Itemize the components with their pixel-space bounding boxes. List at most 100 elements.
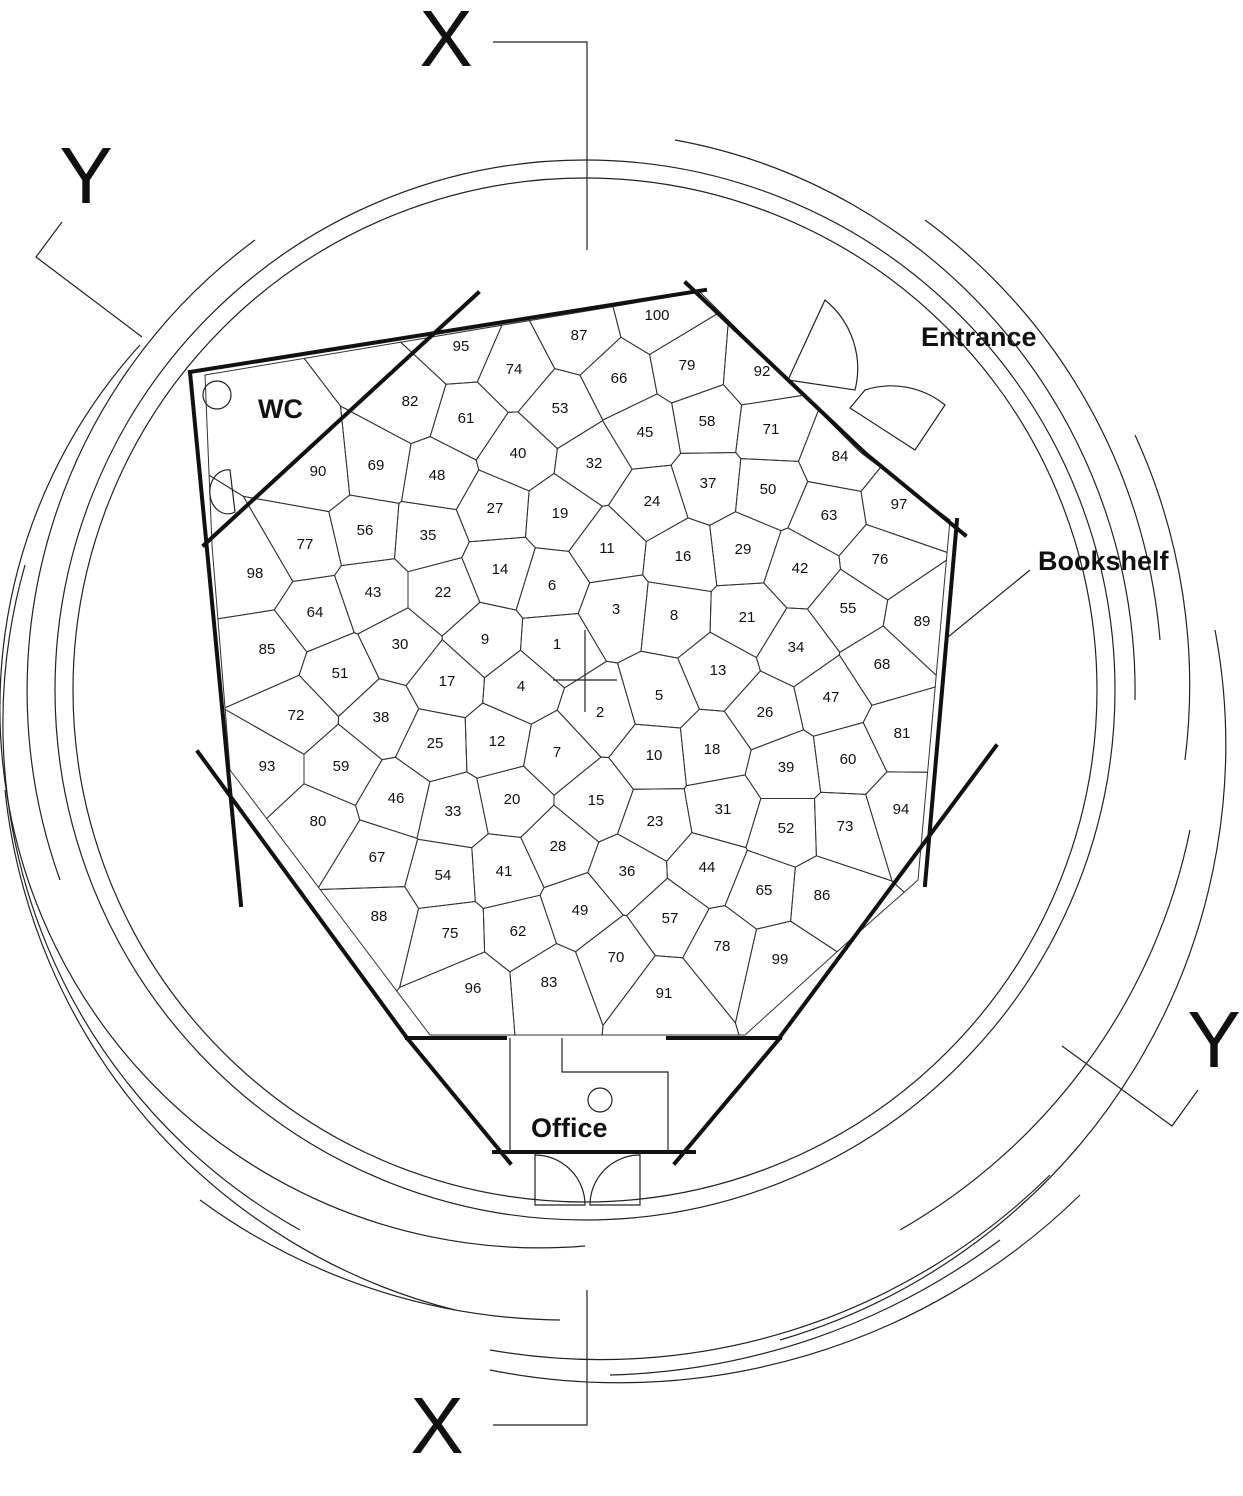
- cell-number-83: 83: [541, 974, 558, 991]
- section-y-left-line: [35, 221, 143, 338]
- cell-number-81: 81: [894, 725, 911, 742]
- cell-number-56: 56: [357, 522, 374, 539]
- cell-number-96: 96: [465, 980, 482, 997]
- cell-number-62: 62: [510, 923, 527, 940]
- cell-number-37: 37: [700, 475, 717, 492]
- cell-number-79: 79: [679, 357, 696, 374]
- cell-number-34: 34: [788, 639, 805, 656]
- cell-number-98: 98: [247, 565, 264, 582]
- cell-number-82: 82: [402, 393, 419, 410]
- section-marker-y-right: Y: [1187, 995, 1240, 1084]
- cell-number-67: 67: [369, 849, 386, 866]
- cell-number-48: 48: [429, 467, 446, 484]
- cell-number-21: 21: [739, 609, 756, 626]
- wall-wc-diagonal: [201, 290, 481, 548]
- cell-number-8: 8: [670, 607, 678, 624]
- cell-number-24: 24: [644, 493, 661, 510]
- cell-number-20: 20: [504, 791, 521, 808]
- paving-cell-75: [398, 900, 486, 989]
- cell-number-90: 90: [310, 463, 327, 480]
- cell-number-33: 33: [445, 803, 462, 820]
- cell-number-94: 94: [893, 801, 910, 818]
- paving-cell-7: [523, 709, 602, 796]
- cell-number-55: 55: [840, 600, 857, 617]
- cell-number-47: 47: [823, 689, 840, 706]
- office-door-right: [589, 1152, 641, 1206]
- cell-number-9: 9: [481, 631, 489, 648]
- cell-number-61: 61: [458, 410, 475, 427]
- outer-rings: [0, 139, 1227, 1384]
- paving-cell-99: [734, 920, 838, 1036]
- cell-number-10: 10: [646, 747, 663, 764]
- walls: [187, 280, 999, 1166]
- cell-number-13: 13: [710, 662, 727, 679]
- cell-number-68: 68: [874, 656, 891, 673]
- paving-cell-grid: [204, 291, 951, 1036]
- cell-number-91: 91: [656, 985, 673, 1002]
- cell-number-72: 72: [288, 707, 305, 724]
- cell-number-2: 2: [596, 704, 604, 721]
- cell-number-46: 46: [388, 790, 405, 807]
- section-marker-y-left: Y: [59, 131, 112, 220]
- paving-cell-87: [528, 306, 622, 376]
- paving-cell-78: [682, 904, 758, 1025]
- cell-number-32: 32: [586, 455, 603, 472]
- wall-west: [187, 369, 244, 908]
- paving-cell-95: [399, 324, 503, 385]
- section-x-top-line: [493, 41, 588, 250]
- section-y-right-line: [1061, 1045, 1199, 1127]
- arc-right-5: [899, 829, 1191, 1231]
- paving-cell-80: [265, 783, 361, 889]
- cell-number-35: 35: [420, 527, 437, 544]
- ring-2: [54, 159, 1116, 1221]
- paving-cell-86: [790, 855, 905, 953]
- cell-number-97: 97: [891, 496, 908, 513]
- cell-number-58: 58: [699, 413, 716, 430]
- cell-number-77: 77: [297, 536, 314, 553]
- cell-number-40: 40: [510, 445, 527, 462]
- cell-number-63: 63: [821, 507, 838, 524]
- cell-number-22: 22: [435, 584, 452, 601]
- office-label: Office: [531, 1113, 608, 1143]
- cell-number-64: 64: [307, 604, 324, 621]
- cell-number-18: 18: [704, 741, 721, 758]
- cell-number-29: 29: [735, 541, 752, 558]
- cell-number-87: 87: [571, 327, 588, 344]
- paving-cell-76: [838, 523, 948, 601]
- arc-left-5: [199, 1199, 561, 1321]
- wall-east: [922, 517, 960, 888]
- wall-south-east: [777, 743, 999, 1040]
- arc-right-2: [924, 219, 1161, 641]
- cell-number-99: 99: [772, 951, 789, 968]
- paving-cell-98: [208, 474, 294, 620]
- paving-cell-93: [224, 708, 305, 820]
- wall-north-east: [683, 280, 868, 456]
- paving-cell-94: [865, 771, 929, 893]
- cell-number-52: 52: [778, 820, 795, 837]
- bookshelf-leader: [947, 569, 1031, 638]
- cell-number-45: 45: [637, 424, 654, 441]
- wc-label: WC: [258, 394, 303, 424]
- paving-cell-89: [882, 559, 947, 677]
- arc-right-3: [1134, 434, 1191, 761]
- paving-cell-69: [339, 405, 412, 504]
- entrance-label: Entrance: [921, 322, 1037, 352]
- cell-number-59: 59: [333, 758, 350, 775]
- cell-number-38: 38: [373, 709, 390, 726]
- cell-number-51: 51: [332, 665, 349, 682]
- cell-number-88: 88: [371, 908, 388, 925]
- cell-number-70: 70: [608, 949, 625, 966]
- cell-number-25: 25: [427, 735, 444, 752]
- cell-number-50: 50: [760, 481, 777, 498]
- cell-number-39: 39: [778, 759, 795, 776]
- cell-number-65: 65: [756, 882, 773, 899]
- office-room: [509, 1038, 669, 1206]
- cell-number-43: 43: [365, 584, 382, 601]
- cell-number-100: 100: [644, 307, 669, 324]
- cell-number-28: 28: [550, 838, 567, 855]
- cell-number-86: 86: [814, 887, 831, 904]
- paving-cell-3: [577, 574, 649, 664]
- wc-sink: [202, 380, 232, 410]
